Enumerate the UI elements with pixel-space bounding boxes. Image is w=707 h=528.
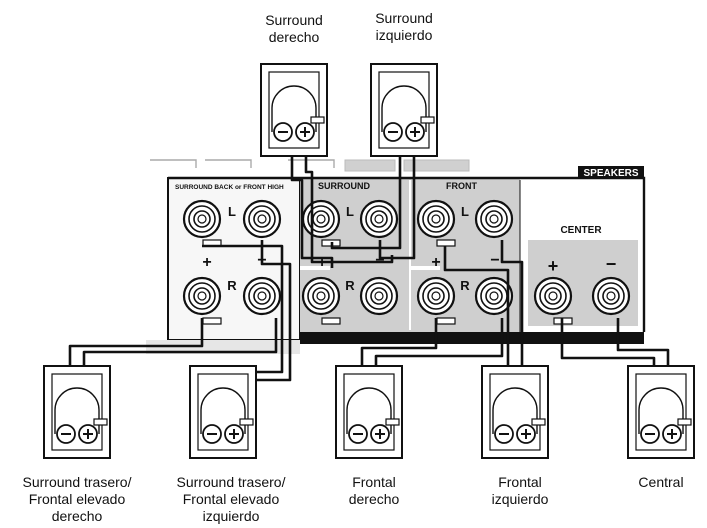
caption-line: derecho — [348, 491, 400, 507]
caption-line: derecho — [268, 29, 320, 45]
caption-surround-back-left: Surround trasero/ Frontal elevado izquie… — [156, 474, 306, 525]
caption-line: Surround trasero/ — [22, 474, 132, 490]
caption-surround-right: Surround derecho — [246, 12, 342, 46]
caption-surround-left: Surround izquierdo — [356, 10, 452, 44]
receiver-panel: SPEAKERS SURROUND BACK or FRONT HIGH SUR… — [146, 159, 646, 354]
surround-back-section — [167, 177, 301, 341]
surround-label: SURROUND — [318, 181, 371, 191]
speaker-surround-back-left — [189, 365, 257, 459]
speaker-front-left — [481, 365, 549, 459]
caption-line: izquierdo — [202, 508, 260, 524]
speaker-center — [627, 365, 695, 459]
channel-label-l: L — [228, 204, 236, 219]
channel-label-l: L — [461, 204, 469, 219]
channel-label-r: R — [460, 278, 470, 293]
caption-line: derecho — [51, 508, 103, 524]
caption-line: Frontal elevado — [182, 491, 280, 507]
speaker-surround-back-right — [43, 365, 111, 459]
caption-line: Central — [638, 474, 684, 490]
caption-line: Surround — [265, 12, 323, 28]
caption-line: Surround trasero/ — [176, 474, 286, 490]
caption-line: izquierdo — [491, 491, 549, 507]
channel-label-r: R — [227, 278, 237, 293]
plus-mark: + — [431, 254, 440, 271]
speakers-title-bar — [578, 166, 644, 179]
channel-label-l: L — [346, 204, 354, 219]
speaker-surround-left — [370, 63, 438, 157]
speaker-surround-right — [260, 63, 328, 157]
minus-mark: − — [375, 252, 384, 269]
caption-center: Central — [618, 474, 704, 491]
plus-mark: + — [202, 254, 211, 271]
caption-line: Surround — [375, 10, 433, 26]
caption-front-left: Frontal izquierdo — [472, 474, 568, 508]
minus-mark: − — [606, 254, 617, 274]
surround-back-label: SURROUND BACK or FRONT HIGH — [175, 184, 284, 191]
caption-line: Frontal — [498, 474, 542, 490]
front-label: FRONT — [446, 181, 477, 191]
caption-surround-back-right: Surround trasero/ Frontal elevado derech… — [2, 474, 152, 525]
caption-line: Frontal — [352, 474, 396, 490]
caption-line: Frontal elevado — [28, 491, 126, 507]
channel-label-r: R — [345, 278, 355, 293]
speaker-front-right — [335, 365, 403, 459]
center-label: CENTER — [560, 225, 602, 236]
speakers-title: SPEAKERS — [583, 168, 638, 179]
caption-line: izquierdo — [375, 27, 433, 43]
caption-front-right: Frontal derecho — [326, 474, 422, 508]
minus-mark: − — [490, 252, 499, 269]
plus-mark: + — [548, 256, 559, 276]
